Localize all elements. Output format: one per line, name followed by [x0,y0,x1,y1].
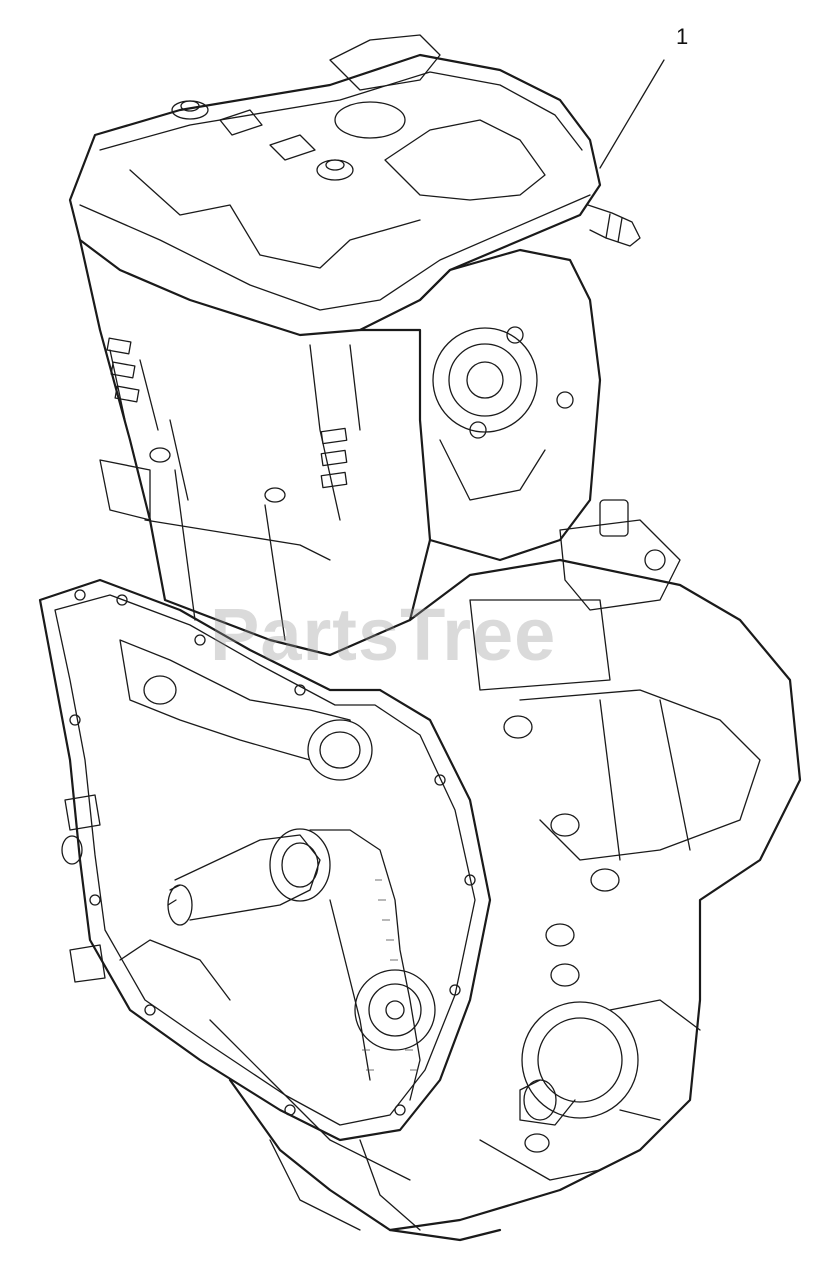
watermark-text: PartsTree [210,593,557,676]
valve-cover [68,34,641,337]
lower-left-bolts [61,794,411,1181]
water-pump-housing [418,248,681,611]
crankcase [388,558,802,1232]
callout-number: 1 [676,24,689,49]
cylinder-block [78,238,432,657]
left-cover-gasket [38,578,492,1142]
callout-leader-line [599,59,665,169]
oil-pan [228,1078,502,1242]
crankshaft-and-timing-chain [167,828,436,1101]
